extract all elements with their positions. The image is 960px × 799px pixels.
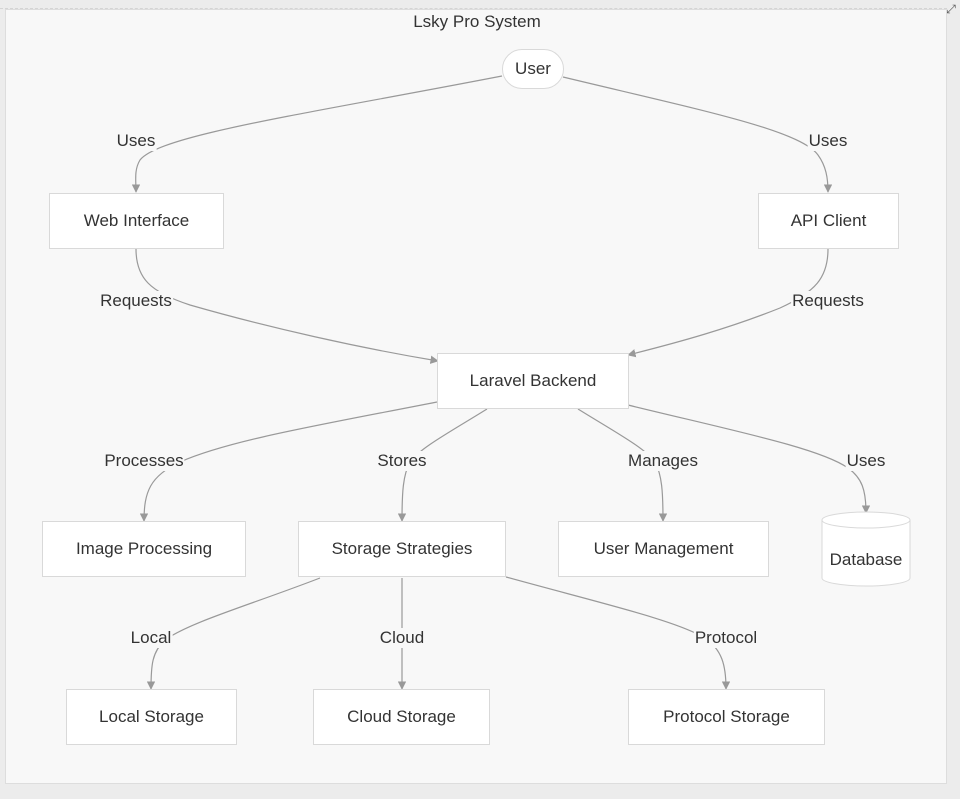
edge-label-user-web: Uses — [115, 131, 157, 151]
frame-top-border — [0, 8, 947, 9]
node-api-client: API Client — [758, 193, 899, 249]
edge-api-backend — [627, 248, 829, 358]
edge-label-backend-user-mgmt: Manages — [627, 451, 699, 471]
node-image-processing: Image Processing — [42, 521, 246, 577]
edge-label-storage-cloud: Cloud — [378, 628, 426, 648]
edge-label-user-api: Uses — [807, 131, 849, 151]
edge-backend-db — [627, 404, 871, 514]
node-laravel-backend: Laravel Backend — [437, 353, 629, 409]
edge-storage-protocol — [505, 576, 731, 690]
node-storage-strategies: Storage Strategies — [298, 521, 506, 577]
edge-label-backend-image: Processes — [103, 451, 185, 471]
edge-label-backend-storage: Stores — [376, 451, 428, 471]
edge-label-web-backend: Requests — [99, 291, 173, 311]
edge-label-storage-local: Local — [129, 628, 173, 648]
node-protocol-storage: Protocol Storage — [628, 689, 825, 745]
node-web-interface: Web Interface — [49, 193, 224, 249]
edge-storage-local — [146, 577, 321, 690]
node-cloud-storage: Cloud Storage — [313, 689, 490, 745]
edge-web-backend — [135, 248, 439, 364]
expand-icon[interactable]: ⤢ — [946, 2, 956, 16]
diagram-title: Lsky Pro System — [413, 12, 541, 31]
edge-label-backend-db: Uses — [845, 451, 887, 471]
edge-user-web — [131, 75, 503, 193]
edge-user-api — [562, 76, 833, 193]
edge-label-storage-protocol: Protocol — [693, 628, 759, 648]
node-user: User — [502, 49, 564, 89]
node-database-label: Database — [829, 550, 903, 569]
edge-label-api-backend: Requests — [791, 291, 865, 311]
node-user-management: User Management — [558, 521, 769, 577]
database-cylinder — [821, 511, 911, 587]
node-local-storage: Local Storage — [66, 689, 237, 745]
edge-backend-image — [139, 401, 438, 522]
